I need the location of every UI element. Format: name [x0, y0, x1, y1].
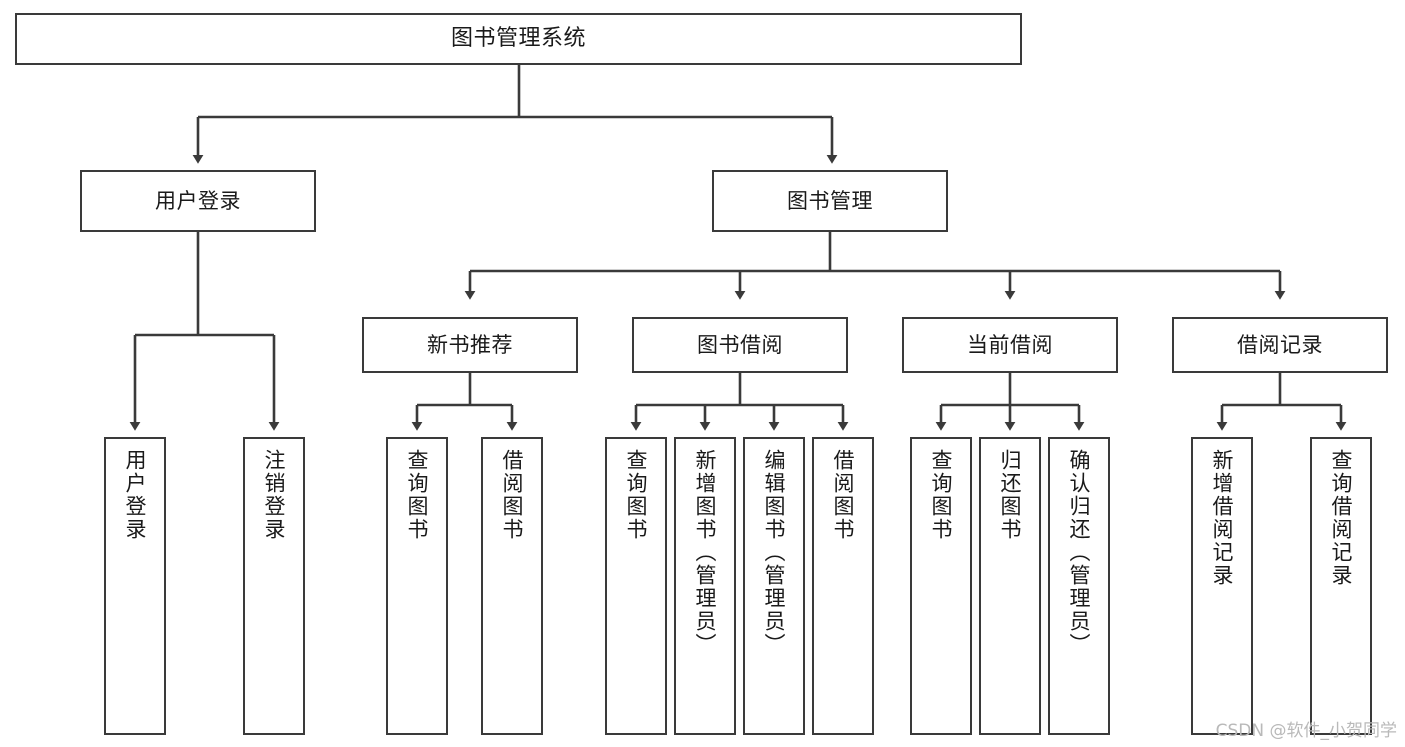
watermark: CSDN @软件_小贺同学	[1215, 721, 1397, 741]
node-current-borrow[interactable]: 当前借阅	[902, 317, 1118, 373]
leaf-user-login-logout[interactable]: 注销登录	[243, 437, 305, 735]
node-label: 编辑图书（管理员）	[762, 449, 787, 656]
node-label: 查询借阅记录	[1329, 449, 1354, 587]
node-borrow-record[interactable]: 借阅记录	[1172, 317, 1388, 373]
node-label: 新增借阅记录	[1210, 449, 1235, 587]
node-label: 借阅记录	[1237, 332, 1323, 357]
node-label: 注销登录	[262, 449, 287, 541]
leaf-user-login-login[interactable]: 用户登录	[104, 437, 166, 735]
node-label: 图书借阅	[697, 332, 783, 357]
node-label: 查询图书	[624, 449, 649, 541]
leaf-borrow-record-query[interactable]: 查询借阅记录	[1310, 437, 1372, 735]
node-book-borrow[interactable]: 图书借阅	[632, 317, 848, 373]
leaf-current-borrow-confirm-return[interactable]: 确认归还（管理员）	[1048, 437, 1110, 735]
node-label: 查询图书	[929, 449, 954, 541]
leaf-new-book-query[interactable]: 查询图书	[386, 437, 448, 735]
leaf-borrow-record-add[interactable]: 新增借阅记录	[1191, 437, 1253, 735]
node-new-book-recommend[interactable]: 新书推荐	[362, 317, 578, 373]
node-label: 新增图书（管理员）	[693, 449, 718, 656]
node-user-login[interactable]: 用户登录	[80, 170, 316, 232]
node-label: 当前借阅	[967, 332, 1053, 357]
leaf-book-borrow-edit[interactable]: 编辑图书（管理员）	[743, 437, 805, 735]
node-label: 用户登录	[123, 449, 148, 541]
leaf-book-borrow-query[interactable]: 查询图书	[605, 437, 667, 735]
leaf-new-book-borrow[interactable]: 借阅图书	[481, 437, 543, 735]
leaf-book-borrow-add[interactable]: 新增图书（管理员）	[674, 437, 736, 735]
node-label: 借阅图书	[500, 449, 525, 541]
node-label: 确认归还（管理员）	[1067, 449, 1092, 656]
leaf-current-borrow-return[interactable]: 归还图书	[979, 437, 1041, 735]
leaf-current-borrow-query[interactable]: 查询图书	[910, 437, 972, 735]
leaf-book-borrow-borrow[interactable]: 借阅图书	[812, 437, 874, 735]
node-label: 查询图书	[405, 449, 430, 541]
node-label: 归还图书	[998, 449, 1023, 541]
node-root-system[interactable]: 图书管理系统	[15, 13, 1022, 65]
node-label: 新书推荐	[427, 332, 513, 357]
node-label: 图书管理	[787, 188, 873, 213]
node-book-management[interactable]: 图书管理	[712, 170, 948, 232]
node-label: 用户登录	[155, 188, 241, 213]
node-label: 借阅图书	[831, 449, 856, 541]
node-label: 图书管理系统	[450, 26, 586, 52]
